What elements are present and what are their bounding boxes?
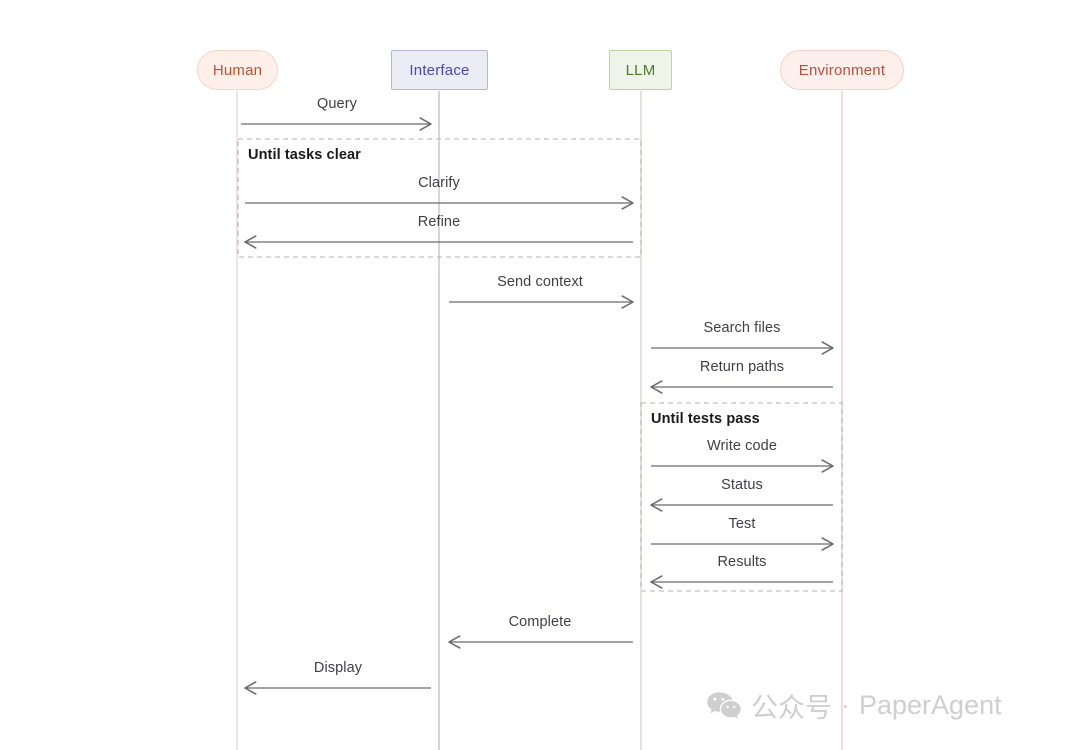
fragment-label-until-tasks-clear: Until tasks clear [248,147,361,163]
actor-environment[interactable]: Environment [780,50,904,90]
fragment-loop-tests-box [640,402,843,592]
message-label-write-code: Write code [706,438,778,454]
actor-llm-label: LLM [625,61,656,79]
fragment-loop-tasks-box [237,138,642,258]
message-label-results: Results [717,554,767,570]
message-label-return-paths: Return paths [699,359,785,375]
message-label-display: Display [313,660,363,676]
message-label-test: Test [728,516,756,532]
message-label-clarify: Clarify [418,175,460,191]
fragment-label-until-tests-pass: Until tests pass [651,411,760,427]
actor-interface[interactable]: Interface [391,50,488,90]
message-arrows-group [241,117,834,695]
message-label-send-context: Send context [497,274,583,290]
watermark-prefix: 公众号 [751,693,832,723]
actor-interface-label: Interface [409,61,470,79]
watermark-name: PaperAgent [859,690,1002,720]
actor-environment-label: Environment [798,61,886,79]
actor-human[interactable]: Human [197,50,278,90]
message-label-search-files: Search files [703,320,781,336]
watermark: 公众号 · PaperAgent [706,686,1002,725]
message-label-complete: Complete [508,614,572,630]
wechat-icon [706,691,742,721]
watermark-separator: · [841,690,850,720]
actor-human-label: Human [212,61,263,79]
message-label-query: Query [317,96,357,112]
message-label-status: Status [721,477,763,493]
actor-llm[interactable]: LLM [609,50,672,90]
message-label-refine: Refine [417,214,461,230]
